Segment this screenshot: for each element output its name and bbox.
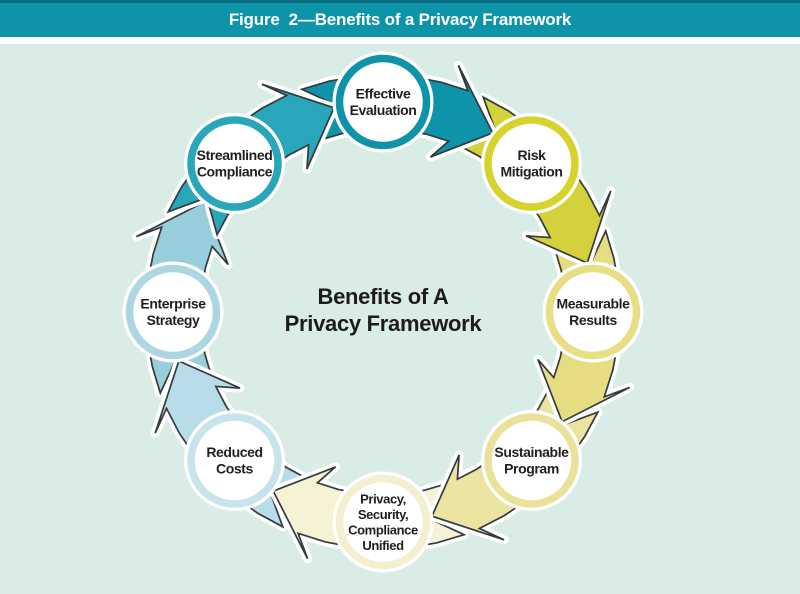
- node-ring-enterprise-strategy: [125, 264, 221, 360]
- node-ring-effective-evaluation: [335, 54, 431, 150]
- header-bar: Figure 2—Benefits of a Privacy Framework: [0, 3, 800, 37]
- node-ring-sustainable-program: [484, 413, 579, 508]
- header-top-strip: [0, 0, 800, 3]
- node-ring-privacy-security-compliance-unified: [335, 474, 431, 570]
- center-title: Benefits of A Privacy Framework: [233, 283, 533, 337]
- node-ring-measurable-results: [545, 264, 641, 360]
- center-title-line2: Privacy Framework: [284, 311, 482, 336]
- figure-title: Figure 2—Benefits of a Privacy Framework: [228, 10, 572, 29]
- center-title-line1: Benefits of A: [317, 284, 449, 309]
- node-ring-streamlined-compliance: [187, 116, 282, 211]
- node-ring-reduced-costs: [187, 413, 282, 508]
- node-ring-risk-mitigation: [484, 116, 579, 211]
